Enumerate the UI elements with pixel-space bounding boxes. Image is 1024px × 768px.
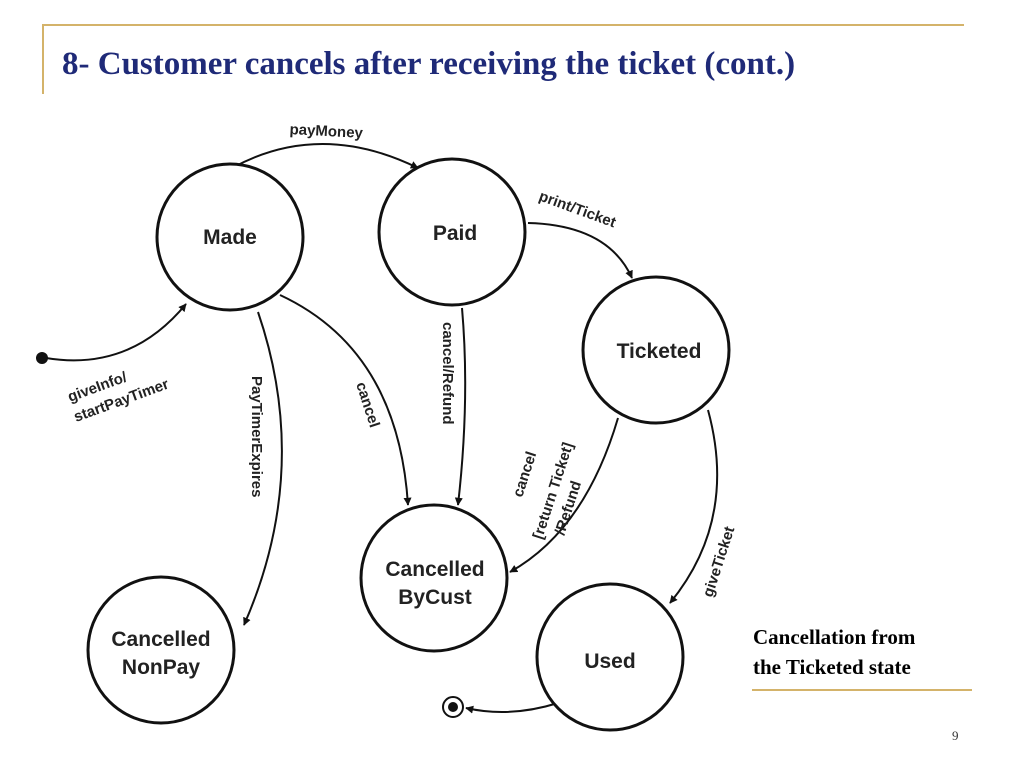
title-rule-left <box>42 24 44 94</box>
caption-line-2: the Ticketed state <box>753 655 911 679</box>
label-give-ticket: giveTicket <box>700 524 739 599</box>
transition-pay-money <box>231 143 419 169</box>
final-state-dot <box>448 702 458 712</box>
transition-pay-timer-expires <box>243 311 283 626</box>
state-ticketed-label: Ticketed <box>617 340 702 363</box>
transition-give-info <box>45 303 187 362</box>
state-cancelled-nonpay-label-line1: Cancelled <box>111 628 210 651</box>
state-ticketed: Ticketed <box>581 275 731 425</box>
label-cancel-refund: cancel/Refund <box>439 322 456 425</box>
slide-title: 8- Customer cancels after receiving the … <box>62 46 796 82</box>
state-cancelled-bycust-label-line1: Cancelled <box>385 558 484 581</box>
state-cancelled-bycust-label-line2: ByCust <box>398 586 472 609</box>
state-cancelled-nonpay-label-line2: NonPay <box>122 656 201 679</box>
state-cancelled-nonpay: Cancelled NonPay <box>86 575 236 725</box>
transition-print-ticket <box>527 222 633 279</box>
state-cancelled-bycust: Cancelled ByCust <box>359 503 509 653</box>
transition-cancel <box>279 294 412 506</box>
state-used: Used <box>535 582 685 732</box>
label-pay-timer-expires: PayTimerExpires <box>248 376 265 497</box>
transition-cancel-return-ticket <box>509 417 619 573</box>
page-number: 9 <box>952 728 959 743</box>
slide-caption: Cancellation from the Ticketed state <box>753 622 915 682</box>
state-made: Made <box>155 162 305 312</box>
transition-give-ticket <box>669 409 719 604</box>
title-rule-top <box>42 24 964 26</box>
state-used-label: Used <box>584 650 635 673</box>
label-pay-money: payMoney <box>289 121 364 142</box>
initial-state <box>36 352 48 364</box>
state-paid-label: Paid <box>433 222 477 245</box>
caption-rule <box>752 689 972 691</box>
state-paid: Paid <box>377 157 527 307</box>
transition-cancel-refund <box>454 307 467 506</box>
state-made-label: Made <box>203 226 257 249</box>
label-cancel-return-line1: cancel <box>510 450 541 500</box>
caption-line-1: Cancellation from <box>753 625 916 649</box>
transition-used-final <box>465 702 559 714</box>
